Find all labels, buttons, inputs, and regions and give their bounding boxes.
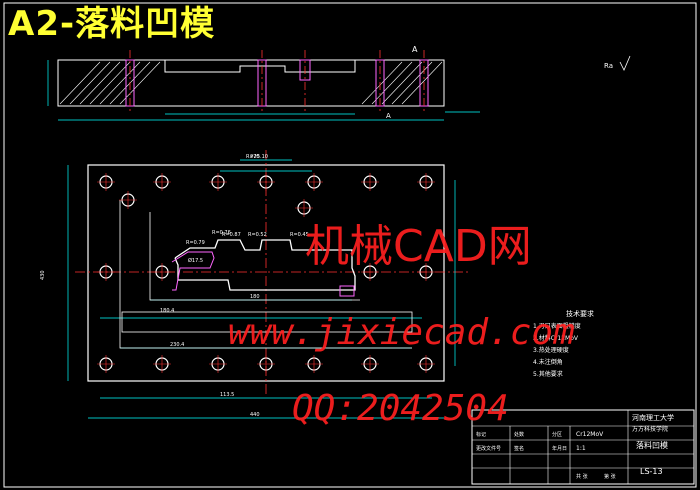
roughness-note: Ra — [604, 62, 613, 70]
tb-row-label-2: 分区 — [552, 431, 562, 438]
roughness-symbol-icon — [619, 55, 631, 71]
tech-line-2: 2.材料Cr12MoV — [533, 334, 579, 342]
dimension-label: R=0.52 — [248, 232, 267, 238]
dimension-label: R=0.79 — [186, 240, 205, 246]
tb-row-label-3: 更改文件号 — [476, 445, 501, 452]
bolt-holes — [97, 173, 435, 373]
plan-dimensions — [67, 159, 456, 419]
dimension-labels: R=25.10R=0.87R=0.79 R=0.76 R=0.52 R=0.45Ø17… — [40, 154, 309, 418]
section-cavity — [164, 60, 356, 73]
watermark-qq: QQ:2042504 — [292, 388, 509, 429]
section-holes — [125, 59, 429, 107]
tech-requirements: 技术要求 1.刃口表面粗糙度 2.材料Cr12MoV 3.热处理硬度 4.未注倒… — [533, 309, 594, 378]
drawing-frame — [3, 2, 697, 488]
section-outline — [57, 59, 445, 107]
dimension-label: R=0.76 — [212, 230, 231, 236]
dimension-label: 430 — [40, 270, 46, 280]
dimension-label: R=0.87 — [222, 232, 241, 238]
tb-drawing-no: LS-13 — [640, 467, 663, 476]
dimension-label: 180 — [250, 294, 260, 300]
tb-ratio: 1:1 — [576, 445, 586, 452]
tb-row-label-0: 标记 — [476, 431, 486, 438]
tb-part-name: 落料凹模 — [636, 440, 668, 450]
section-view: A A Ra — [47, 45, 631, 121]
section-marker-a1: A — [386, 112, 391, 120]
die-cavity-inner — [171, 251, 215, 291]
tb-row-label-4: 签名 — [514, 445, 524, 452]
plan-dim-frames — [119, 200, 413, 349]
dimension-label: 270 — [250, 154, 260, 160]
slot-small — [339, 285, 355, 297]
section-dimensions — [47, 60, 480, 121]
plan-view — [67, 150, 470, 419]
tb-bottom-1: 第 张 — [604, 473, 616, 480]
hatch-left — [59, 61, 161, 105]
tech-line-5: 5.其他要求 — [533, 370, 563, 378]
hatch-right — [361, 61, 443, 105]
tb-row-label-1: 处数 — [514, 431, 524, 438]
drawing-title: A2-落料凹模 — [8, 4, 216, 44]
die-cavity — [174, 239, 356, 291]
tb-bottom-0: 共 张 — [576, 473, 588, 480]
watermark-url: www.jixiecad.com — [228, 312, 575, 353]
title-block: 河南理工大学 万方科技学院 落料凹模 LS-13 1:1 Cr12MoV 标记 … — [471, 409, 695, 485]
dimension-label: R=0.45 — [290, 232, 309, 238]
dimension-label: Ø17.5 — [188, 257, 203, 264]
tech-line-1: 1.刃口表面粗糙度 — [533, 322, 581, 330]
section-centerlines — [129, 50, 425, 112]
tb-material: Cr12MoV — [576, 431, 604, 438]
tech-heading: 技术要求 — [566, 309, 594, 318]
tb-dept: 万方科技学院 — [632, 425, 668, 433]
dimension-label: R=25.10 — [246, 154, 268, 160]
dimension-label: 230.4 — [170, 342, 184, 348]
dimension-label: 113.5 — [220, 392, 234, 398]
watermark-site-name: 机械CAD网 — [305, 221, 532, 272]
dimension-label: 440 — [250, 412, 260, 418]
dimension-label: 180.4 — [160, 308, 174, 314]
tb-school: 河南理工大学 — [632, 413, 674, 422]
tech-line-4: 4.未注倒角 — [533, 358, 563, 366]
tech-line-3: 3.热处理硬度 — [533, 346, 569, 354]
section-marker-a: A — [412, 45, 418, 54]
tb-row-label-5: 年月日 — [552, 445, 567, 452]
